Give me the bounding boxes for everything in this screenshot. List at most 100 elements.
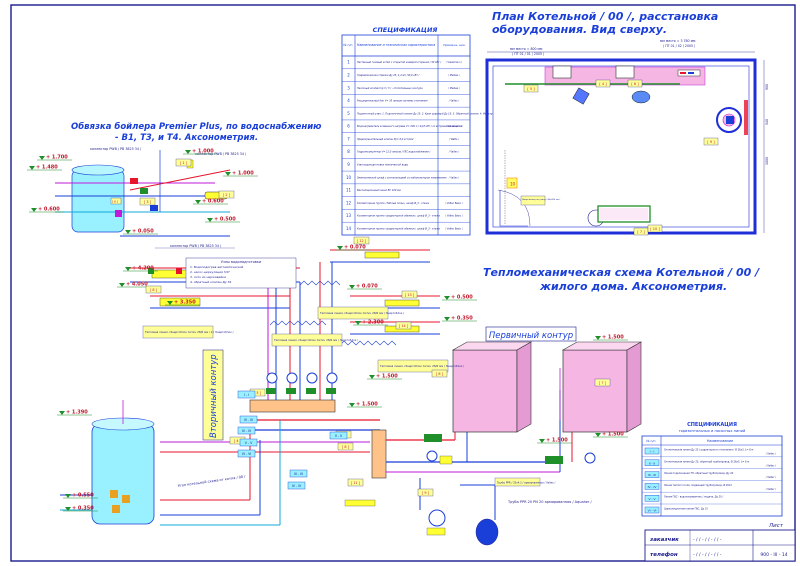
equipment-tag: [ 8 ] xyxy=(150,288,158,292)
spec-row-num: 1 xyxy=(347,60,350,65)
elevation-mark: + 0.350 xyxy=(451,316,473,322)
heated-floor-note-1: Тепловая линия «Энергоблок Сити» 28/6 мм… xyxy=(144,330,234,334)
valve-note-3: 3. сито из нержавейки xyxy=(190,275,226,279)
spec-row-note: / Valtec / xyxy=(449,100,460,103)
spec-row-num: 12 xyxy=(346,200,352,205)
plan-dim-3: мм место = 3 780 мм xyxy=(660,39,696,43)
pipe-spec-subtitle: горизонтальных и насосных линий xyxy=(679,429,746,433)
stamp-sheet-label: Лист xyxy=(768,523,784,529)
equipment-tag: [ 12 ] xyxy=(357,239,367,243)
section-marker: IV - IV xyxy=(292,484,302,488)
spec-row-num: 14 xyxy=(346,226,352,231)
plan-side-dim-3: 1000 xyxy=(765,157,769,165)
spec-row-text: Коллекторная группа «радиаторной обвязки… xyxy=(357,215,440,218)
section-marker: II - II xyxy=(335,434,342,438)
spec-row-text: Гидравлическая стрелка Ду 25, 2,4 м3, 50… xyxy=(357,74,421,77)
equipment-tag: [ 14 ] xyxy=(399,324,409,328)
dhw-tank-large xyxy=(91,423,155,525)
spec-row-text: Настенный газовый котёл с открытой камер… xyxy=(357,61,442,64)
equipment-tag: [ 9 ] xyxy=(422,491,430,495)
spec-row-num: 5 xyxy=(347,111,350,116)
elevation-mark: + 1.500 xyxy=(546,438,568,444)
plan-room-label: [ 10 ] xyxy=(650,227,660,231)
plan-side-dim-2: 540 xyxy=(765,119,769,125)
pipe-row-note: / Valtec / xyxy=(766,453,777,456)
elevation-mark: + 1.390 xyxy=(66,410,88,416)
pipe-row-id: III - III xyxy=(648,473,656,477)
stamp-code: 900 - III - 14 xyxy=(760,552,787,558)
spec-row-num: 8 xyxy=(347,149,350,154)
elevation-mark: + 0.350 xyxy=(72,506,94,512)
spec-row-text: Предохранительный клапан Рр= 6,0 кгс/см2 xyxy=(357,138,414,141)
valve-note-2: 2. насос-циркуляция 3/4" xyxy=(190,270,231,274)
plan-view: План Котельной / 00 /, расстановка обору… xyxy=(485,10,769,236)
elevation-mark: + 0.550 xyxy=(72,493,94,499)
spec-row-note: / Meibes / xyxy=(448,87,460,90)
stamp-phone-label: телефон xyxy=(650,551,678,558)
boiler-1 xyxy=(452,349,518,433)
collector-right-callout: коллектор PWB / РВ 3825 34 / xyxy=(195,152,247,156)
pipe-spec-col-name: Наименование xyxy=(707,439,733,443)
pump-manifold xyxy=(249,399,336,413)
boiler-tag: [ 6 ] xyxy=(112,200,118,204)
primary-circuit-label: Первичный контур xyxy=(489,331,573,341)
spec-row-num: 13 xyxy=(346,213,352,218)
pipe-row-id: II - II xyxy=(649,461,656,465)
equipment-tag: [ 6 ] xyxy=(436,372,444,376)
pipe-row-id: I - I xyxy=(650,450,655,454)
spec-row-text: Гидроаккумулятор V= 12,0 литров / ГВС во… xyxy=(357,151,431,154)
boiler-2 xyxy=(562,349,628,433)
elevation-mark: + 2.300 xyxy=(362,320,384,326)
plan-title-line2: оборудования. Вид сверху. xyxy=(492,23,667,36)
sheet-frame xyxy=(10,4,796,562)
valve-note-4: 4. обратный клапан Ду 32 xyxy=(190,280,231,284)
title-stamp: Лист заказчик - / / - / / - / / - телефо… xyxy=(644,523,796,562)
elevation-mark: + 0.070 xyxy=(356,284,378,290)
pipe-row-id: VI - VI xyxy=(648,509,657,513)
main-scheme: Первичный контур Вторичный контур Узлы в… xyxy=(27,149,643,546)
heated-floor-note-4: Тепловая линия «Энергоблок Сити» 28/6 мм… xyxy=(379,364,464,368)
stamp-client-label: заказчик xyxy=(649,537,679,543)
section-marker: I - I xyxy=(244,393,249,397)
plan-door-text: Дверь выход на улицу / 80x200 мм / xyxy=(522,199,560,201)
pipe-row-text: Отопительная линия Ду 25, обратный трубо… xyxy=(664,460,749,463)
pipe-row-text: Линия подключения ТП, обратный трубопров… xyxy=(664,472,734,475)
equipment-tag: [ 3 ] xyxy=(144,200,152,204)
elevation-mark: + 0.600 xyxy=(202,199,224,205)
pipe-note: Труба PPR 20 PN 20 армированная / Aquahe… xyxy=(507,500,593,504)
elevation-mark: + 0.050 xyxy=(132,229,154,235)
spec-row-num: 7 xyxy=(347,136,350,141)
plan-room-label: [ 5 ] xyxy=(527,87,535,91)
plan-side-dim-1: 900 xyxy=(765,84,769,90)
plan-dim-2: ( ПТ 01 / 01 / 2005 ) xyxy=(512,52,544,56)
valve-note-1: 1. Водоподогрев автоматический xyxy=(190,265,243,269)
spec-row-note: / Meibes / xyxy=(448,74,460,77)
boiler-title-line2: - В1, Т3, и Т4. Аксонометрия. xyxy=(115,133,258,143)
pipe-row-text: Отопительная линия Ду 25 / радиаторного … xyxy=(664,449,753,452)
spec-row-note: / Valtec / xyxy=(449,151,460,154)
pipe-spec-col-num: № п/п xyxy=(646,439,655,443)
stamp-phone-value: - / / - / / - / / - xyxy=(693,552,722,558)
pipe-row-text: Циркуляционная линия ГВС, Ду 15 xyxy=(664,508,708,511)
plan-title-line1: План Котельной / 00 /, расстановка xyxy=(492,10,718,23)
spec-col-name: Наименование и техническая характеристик… xyxy=(357,43,435,47)
equipment-tag: [ 13 ] xyxy=(405,293,415,297)
elevation-mark: + 1.000 xyxy=(192,149,214,155)
elevation-mark: + 0.600 xyxy=(38,207,60,213)
elevation-mark: + 1.700 xyxy=(46,155,68,161)
spec-row-text: Водонагреватель косвенного нагрева V= 20… xyxy=(357,125,463,128)
spec-row-text: Вентиляционный канал ВС 100 мм xyxy=(357,189,401,192)
spec-row-num: 4 xyxy=(347,98,350,103)
pipe-row-id: IV - IV xyxy=(648,485,658,489)
elevation-mark: + 0.500 xyxy=(214,217,236,223)
spec-row-text: Коллекторная группа «радиаторной обвязки… xyxy=(357,227,440,230)
equipment-tag: [ 2 ] xyxy=(223,193,231,197)
collector-bottom-callout: коллектор PWB / РВ 3825 34 / xyxy=(170,244,222,248)
pipe-row-text: Линия теплого пола, подающий трубопровод… xyxy=(664,484,732,487)
elevation-mark: + 1.000 xyxy=(232,171,254,177)
elevation-mark: + 1.500 xyxy=(602,432,624,438)
spec-row-text: Насосный коллектор 3 / 3 / - отопительны… xyxy=(357,87,423,90)
spec-row-num: 10 xyxy=(346,175,352,180)
valve-note-title: Узлы водоподготовки xyxy=(221,260,261,264)
spec-row-note: / Watts / xyxy=(449,138,459,141)
